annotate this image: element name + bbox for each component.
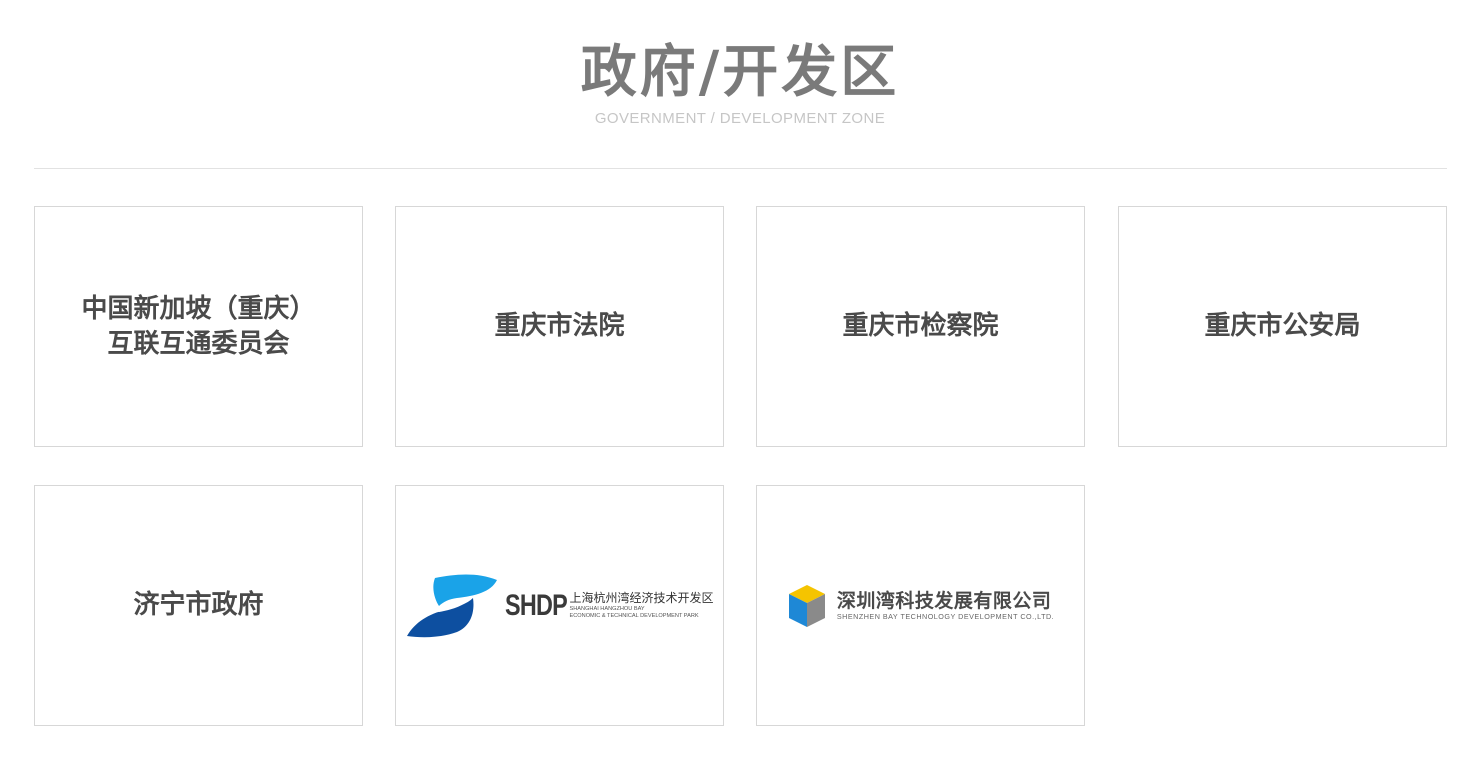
shdp-en-name-1: SHANGHAI HANGZHOU BAY	[569, 606, 645, 612]
partner-name-line: 重庆市公安局	[1204, 311, 1361, 341]
shdp-logo-text: SHDP 上海杭州湾经济技术开发区 SHANGHAI HANGZHOU BAY …	[505, 589, 713, 623]
partner-name: 中国新加坡（重庆） 互联互通委员会	[81, 292, 315, 362]
partner-card-shdp[interactable]: SHDP 上海杭州湾经济技术开发区 SHANGHAI HANGZHOU BAY …	[395, 485, 724, 726]
partner-card-singapore-chongqing-committee[interactable]: 中国新加坡（重庆） 互联互通委员会	[34, 206, 363, 447]
partner-name-line: 中国新加坡（重庆）	[81, 293, 316, 324]
partner-card-chongqing-police[interactable]: 重庆市公安局	[1118, 206, 1447, 447]
partner-name-line: 重庆市检察院	[842, 311, 999, 341]
shenzhen-bay-cn-name: 深圳湾科技发展有限公司	[836, 590, 1052, 612]
shdp-logo: SHDP 上海杭州湾经济技术开发区 SHANGHAI HANGZHOU BAY …	[405, 574, 714, 638]
partner-card-chongqing-procuratorate[interactable]: 重庆市检察院	[756, 206, 1085, 447]
partner-name: 济宁市政府	[133, 588, 263, 623]
shdp-abbr: SHDP	[505, 588, 568, 622]
shdp-names: 上海杭州湾经济技术开发区 SHANGHAI HANGZHOU BAY ECONO…	[570, 591, 714, 620]
partner-name: 重庆市检察院	[842, 309, 998, 344]
partner-name-line: 重庆市法院	[494, 311, 625, 341]
shdp-emblem-icon	[407, 574, 498, 637]
cube-icon	[788, 584, 825, 627]
partner-card-shenzhen-bay-tech[interactable]: 深圳湾科技发展有限公司 SHENZHEN BAY TECHNOLOGY DEVE…	[756, 485, 1085, 726]
partner-card-chongqing-court[interactable]: 重庆市法院	[395, 206, 724, 447]
page-subtitle: GOVERNMENT / DEVELOPMENT ZONE	[594, 110, 886, 127]
section-header: 政府/开发区 GOVERNMENT / DEVELOPMENT ZONE	[0, 38, 1480, 127]
shenzhen-bay-logo-text: 深圳湾科技发展有限公司 SHENZHEN BAY TECHNOLOGY DEVE…	[837, 590, 1054, 621]
partner-name-line: 互联互通委员会	[107, 328, 290, 359]
partner-name-line: 济宁市政府	[133, 590, 264, 620]
shdp-en-name-2: ECONOMIC & TECHNICAL DEVELOPMENT PARK	[569, 613, 699, 619]
partner-card-jining-government[interactable]: 济宁市政府	[34, 485, 363, 726]
shenzhen-bay-en-name: SHENZHEN BAY TECHNOLOGY DEVELOPMENT CO.,…	[836, 612, 1055, 621]
partner-name: 重庆市公安局	[1204, 309, 1360, 344]
partner-name: 重庆市法院	[494, 309, 624, 344]
page-title: 政府/开发区	[580, 40, 900, 105]
shdp-cn-name: 上海杭州湾经济技术开发区	[569, 591, 714, 605]
header-divider	[34, 168, 1447, 169]
shenzhen-bay-logo: 深圳湾科技发展有限公司 SHENZHEN BAY TECHNOLOGY DEVE…	[787, 583, 1054, 629]
